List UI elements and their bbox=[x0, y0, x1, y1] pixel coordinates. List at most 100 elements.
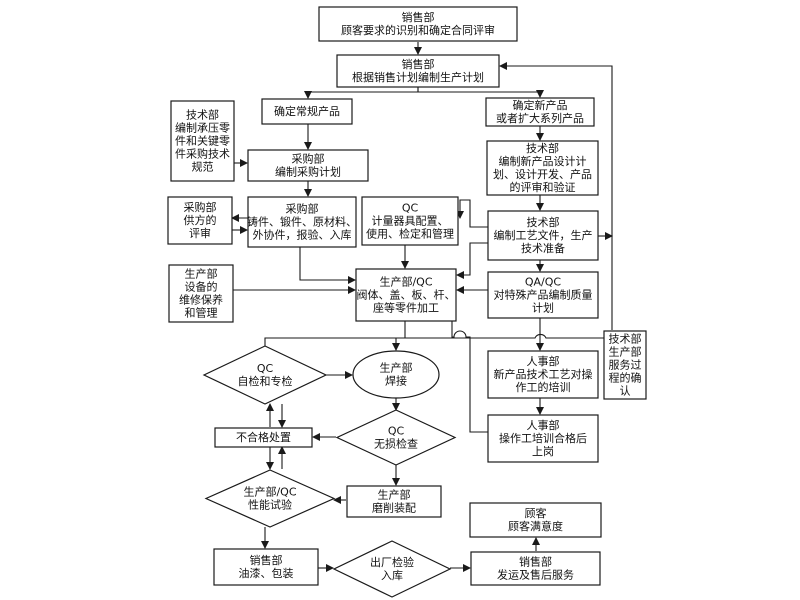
edge-process-to-machining bbox=[456, 242, 488, 279]
node-label-line: 销售部 bbox=[250, 553, 283, 567]
node-shape bbox=[167, 196, 233, 245]
node-label-line: 上岗 bbox=[532, 445, 554, 458]
node-label-line: 人事部 bbox=[527, 354, 560, 368]
regular-product-box: 确定常规产品 bbox=[261, 98, 353, 125]
node-label-line: 服务过 bbox=[609, 359, 642, 372]
node-shape bbox=[487, 350, 599, 399]
node-shape bbox=[214, 427, 313, 448]
node-shape bbox=[355, 268, 457, 322]
node-shape bbox=[247, 196, 357, 248]
node-shape bbox=[487, 210, 599, 261]
node-label-line: 件采购技术 bbox=[175, 147, 230, 161]
node-label-line: 采购部 bbox=[184, 200, 217, 214]
node-label-line: QC bbox=[388, 425, 405, 438]
node-shape bbox=[170, 100, 235, 182]
node-label-line: QA/QC bbox=[525, 276, 562, 289]
node-label-line: 技术准备 bbox=[521, 241, 565, 255]
node-shape bbox=[204, 469, 336, 528]
node-label-line: 根据销售计划编制生产计划 bbox=[352, 70, 484, 84]
node-label-line: 计量器具配置、 bbox=[372, 215, 449, 228]
node-label-line: 铸件、锻件、原材料、 bbox=[247, 215, 357, 229]
node-label-line: 编制采购计划 bbox=[275, 165, 341, 179]
node-label-line: 生产部 bbox=[380, 361, 413, 375]
node-label-line: 规范 bbox=[192, 160, 214, 174]
node-shape bbox=[213, 548, 319, 586]
node-label-line: 自检和专检 bbox=[238, 374, 293, 388]
nonconforming-handling-box: 不合格处置 bbox=[214, 427, 313, 448]
node-shape bbox=[168, 264, 234, 323]
node-label-line: 使用、检定和管理 bbox=[366, 227, 454, 241]
edge-materials-to-machining bbox=[299, 247, 356, 284]
node-label-line: 程的确 bbox=[609, 371, 642, 385]
node-label-line: 的评审和验证 bbox=[510, 180, 576, 194]
flow-edges bbox=[231, 42, 613, 572]
node-label-line: 采购部 bbox=[286, 202, 319, 216]
node-shape bbox=[336, 54, 500, 88]
node-label-line: 入库 bbox=[381, 569, 403, 582]
node-label-line: 销售部 bbox=[402, 57, 435, 71]
node-label-line: 焊接 bbox=[385, 374, 407, 388]
node-label-line: 磨削装配 bbox=[372, 501, 416, 515]
node-label-line: 和管理 bbox=[185, 306, 218, 320]
node-label-line: 销售部 bbox=[402, 10, 435, 24]
node-shape bbox=[361, 196, 459, 246]
node-label-line: 编制新产品设计计 bbox=[499, 154, 587, 168]
node-shape bbox=[485, 97, 595, 127]
node-shape bbox=[469, 502, 602, 538]
node-label-line: 出厂检验 bbox=[370, 555, 414, 569]
node-label-line: 生产部 bbox=[185, 267, 218, 281]
edge-plan-to-regular bbox=[304, 87, 419, 99]
node-label-line: 性能试验 bbox=[248, 498, 292, 512]
node-shape bbox=[470, 551, 601, 586]
edge-plan-to-new bbox=[417, 87, 544, 98]
edge-machining-crossover bbox=[405, 333, 606, 339]
node-label-line: 设备的 bbox=[185, 280, 218, 294]
node-label-line: 对特殊产品编制质量 bbox=[494, 288, 593, 302]
node-shape bbox=[486, 140, 599, 196]
node-label-line: 油漆、包装 bbox=[239, 566, 294, 580]
node-label-line: 认 bbox=[620, 385, 631, 398]
node-label-line: 编制工艺文件，生产 bbox=[494, 228, 593, 242]
node-label-line: 评审 bbox=[189, 226, 211, 240]
node-label-line: 或者扩大系列产品 bbox=[496, 111, 584, 125]
node-shape bbox=[261, 98, 353, 125]
node-label-line: 生产部 bbox=[378, 488, 411, 502]
node-label-line: 发运及售后服务 bbox=[497, 568, 574, 582]
node-label-line: 编制承压零 bbox=[175, 121, 230, 135]
node-shape bbox=[247, 149, 369, 182]
node-label-line: 生产部/QC bbox=[243, 485, 296, 499]
node-shape bbox=[352, 350, 440, 399]
node-label-line: 无损检查 bbox=[374, 437, 418, 451]
edge-tech-service-loop bbox=[499, 62, 613, 330]
node-shape bbox=[335, 409, 457, 466]
node-label-line: 新产品技术工艺对操 bbox=[494, 367, 593, 381]
edge-process-to-qc bbox=[456, 199, 488, 228]
node-shape bbox=[487, 271, 599, 319]
node-label-line: 技术部 bbox=[527, 215, 560, 229]
node-label-line: 阀体、盖、板、杆、 bbox=[357, 288, 456, 302]
node-label-line: 外协件，报验、入库 bbox=[253, 228, 352, 242]
